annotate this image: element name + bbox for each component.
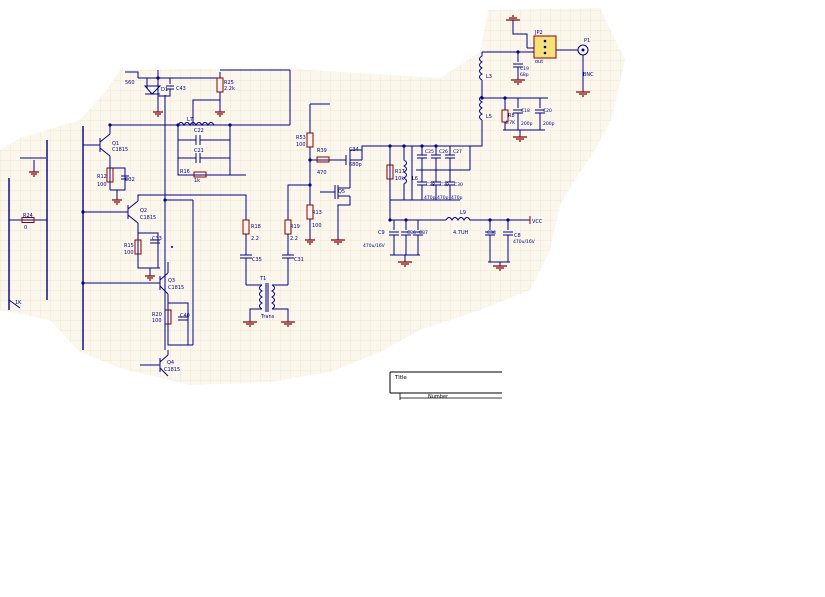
label-r19-value: 2.2 [290,236,298,242]
label-q2: Q2 [140,208,147,214]
label-c30-value: 470p [451,195,463,201]
label-r39-value: 470 [317,170,327,176]
component-labels: 560 D1 C43 R25 2.2k L7 C22 C21 R16 1k Q1… [15,30,594,373]
label-r16-value: 1k [194,178,200,184]
label-c21: C21 [194,148,204,154]
label-c34: C34 [349,147,359,153]
label-r16: R16 [180,169,190,175]
label-c40: C40 [180,313,190,319]
label-q3: Q3 [168,278,175,284]
label-t1: T1 [259,276,266,282]
label-q2-part: C1815 [140,215,156,221]
label-r18-value: 2.2 [251,236,259,242]
label-c34-value: 680p [349,162,362,168]
label-c27: C27 [453,149,462,155]
label-r17: R17 [395,169,405,175]
label-jp2: JP2 [534,30,543,36]
label-c18-value: 200p [521,121,533,127]
label-c28: C28 [426,182,435,188]
output-filter [470,15,590,147]
label-r53: R53 [296,135,306,141]
label-r24: R24 [23,213,33,219]
label-c9-value: 470u/16V [363,243,386,249]
label-r13-value: 100 [312,223,322,229]
label-l6: L6 [412,176,418,182]
label-q4: Q4 [167,360,174,366]
label-r53-value: 100 [296,142,306,148]
title-block-title: Title [394,375,407,381]
label-r20-value: 100 [152,318,162,324]
label-r17-value: 10k [395,176,404,182]
label-l5: L5 [486,114,492,120]
output-transformer [240,195,295,327]
driver-stage [287,103,390,245]
label-c22: C22 [194,128,204,134]
label-l9-value: 4.7UH [453,230,469,236]
label-c31: C31 [294,257,304,263]
label-r25: R25 [224,80,234,86]
label-r39: R39 [317,148,327,154]
label-c38: C38 [487,230,496,236]
label-r12-value: 100 [97,182,107,188]
label-out: out [535,59,543,65]
label-c26: C26 [439,149,448,155]
matching-network [386,145,531,271]
label-c29-value: 470p [437,195,449,201]
label-c37: C37 [419,230,428,236]
label-r15: R15 [124,243,134,249]
label-l3: L3 [486,74,492,80]
label-c43: C43 [176,86,186,92]
transistor-chain [8,95,290,377]
label-bnc: BNC [583,72,594,78]
label-r24-value: 0 [24,225,27,231]
label-t1-name: Trans [260,314,275,320]
label-r19: R19 [290,224,300,230]
label-c18: C18 [521,108,530,114]
label-c19-value: 68p [520,72,529,78]
label-c30: C30 [454,182,463,188]
label-r25-value: 2.2k [224,86,235,92]
label-c8: C8 [514,233,521,239]
label-l9: L9 [460,210,466,216]
label-d1: D1 [161,87,168,93]
label-c35: C35 [252,257,262,263]
label-q1-part: C1815 [112,147,128,153]
label-c28-value: 470p [424,195,436,201]
label-l7: L7 [187,117,193,123]
label-r18: R18 [251,224,261,230]
label-c25: C25 [425,149,434,155]
label-c20: C20 [543,108,552,114]
label-r8-value: 4.7K [505,120,516,126]
label-c19: C19 [520,66,529,72]
label-r12: R12 [97,174,107,180]
label-c8-value: 470u/16V [513,239,536,245]
label-q5: Q5 [338,189,345,195]
title-block: Title Number [389,371,502,400]
bias-network [125,69,291,178]
label-r15-value: 100 [124,250,134,256]
label-q1: Q1 [112,141,119,147]
label-c33: C33 [152,236,162,242]
label-c32: C32 [125,177,135,183]
label-r20: R20 [152,312,162,318]
title-block-number: Number [428,394,449,400]
junctions [81,50,520,285]
label-c36: C36 [407,230,416,236]
label-r1k: 1K [15,300,22,306]
label-q3-part: C1815 [168,285,184,291]
label-q4-part: C1815 [164,367,180,373]
label-c29: C29 [440,182,449,188]
label-r13: R13 [312,210,322,216]
label-r8: R8 [508,113,515,119]
label-vcc: VCC [532,219,543,225]
label-p1: P1 [584,38,590,44]
label-c20-value: 200p [543,121,555,127]
label-r560: 560 [125,80,135,86]
label-c9: C9 [378,230,385,236]
